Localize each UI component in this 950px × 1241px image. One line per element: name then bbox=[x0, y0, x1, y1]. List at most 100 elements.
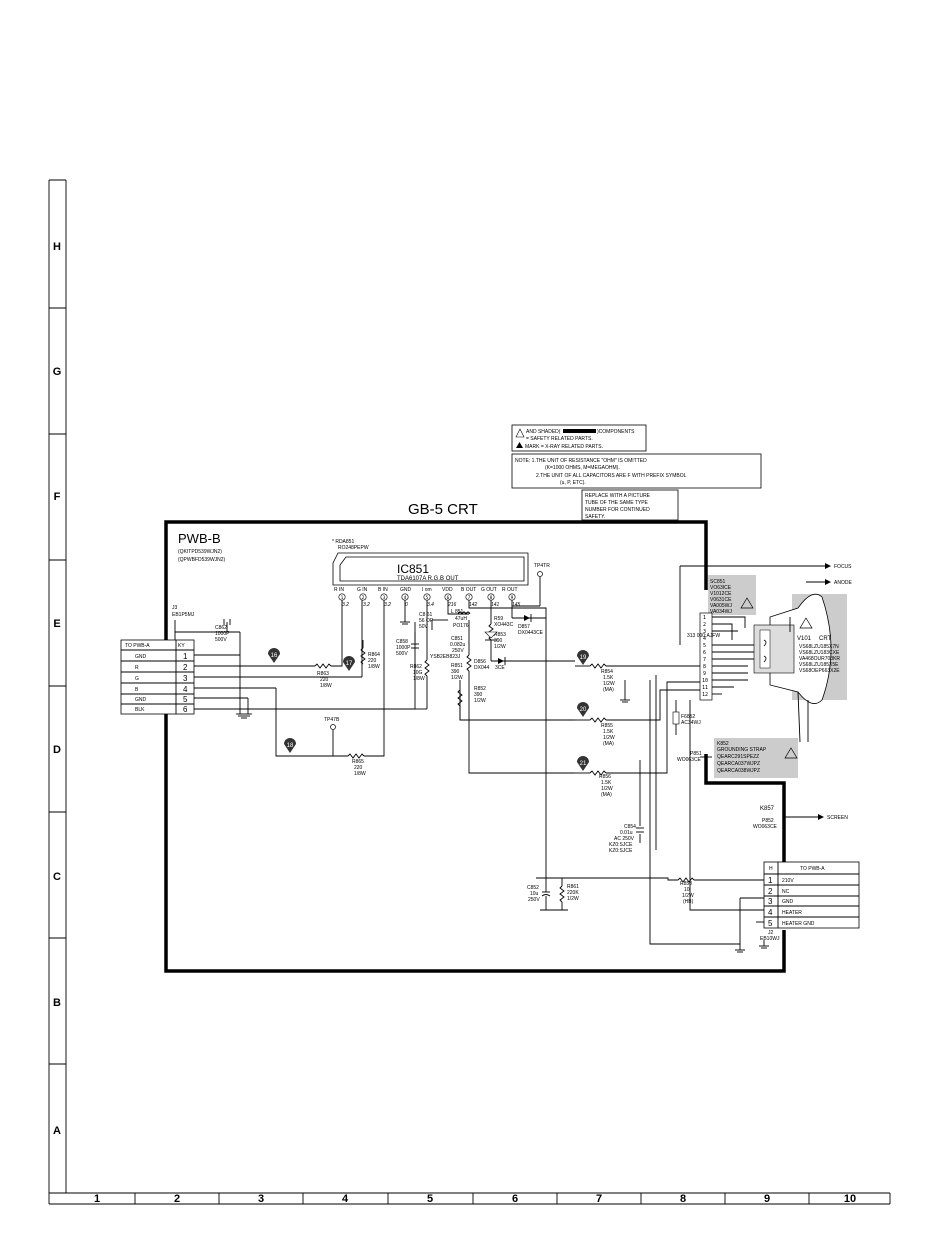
part-label: 1/2W bbox=[567, 896, 579, 902]
part-label: C862 bbox=[215, 625, 227, 631]
part-label: 1/2W bbox=[494, 644, 506, 650]
part-label: 220 bbox=[320, 677, 329, 683]
note-text: 2.THE UNIT OF ALL CAPACITORS ARE F WITH … bbox=[536, 473, 687, 479]
conn-header: H bbox=[769, 866, 773, 872]
ground-symbol bbox=[236, 713, 252, 719]
ic-pin-voltage: 142 bbox=[469, 602, 478, 608]
conn-row-pin: 4 bbox=[183, 685, 188, 694]
row-label: D bbox=[53, 744, 61, 756]
part-label: C8 61 bbox=[419, 612, 433, 618]
part-label: R59 bbox=[494, 616, 503, 622]
part-label: 500V bbox=[215, 637, 227, 643]
ic851: * RDA851 RO248PEPW IC851 TDA6107A R.G.B … bbox=[332, 539, 529, 608]
part-label: 390 bbox=[474, 692, 483, 698]
part-label: WO063CE bbox=[753, 824, 778, 830]
part-label: 10G bbox=[413, 670, 423, 676]
svg-text:10: 10 bbox=[702, 678, 708, 684]
part-labels: C862 1000P 500V R864 220 1/8W R863 220 1… bbox=[215, 609, 778, 905]
ic-pin-number: 4 bbox=[404, 595, 407, 601]
part-label: 1/8W bbox=[354, 771, 366, 777]
part-label: (MA) bbox=[603, 687, 614, 693]
row-label: F bbox=[54, 491, 61, 503]
conn-row-pin: 1 bbox=[183, 652, 188, 661]
conn-ref: J2 bbox=[768, 930, 774, 936]
col-label: 7 bbox=[596, 1193, 602, 1205]
crt-socket: SC851 VO63ICE V1012CE V0631CE VA005WJ VA… bbox=[687, 575, 760, 701]
strap-label: QEARCA037WJPZ bbox=[717, 761, 760, 767]
row-label: G bbox=[53, 366, 62, 378]
ic-pin-number: 9 bbox=[511, 595, 514, 601]
conn-header: KY bbox=[178, 643, 185, 649]
part-label: YSB2EB823J bbox=[430, 654, 461, 660]
col-label: 4 bbox=[342, 1193, 349, 1205]
shaded-sample bbox=[563, 429, 596, 433]
xray-icon bbox=[516, 442, 523, 448]
part-label: 1/8W bbox=[368, 664, 380, 670]
strap-label: GROUNDING STRAP bbox=[717, 747, 767, 753]
part-label: 0.082u bbox=[450, 642, 466, 648]
conn-row-signal: R bbox=[135, 665, 139, 671]
ic-pin-number: 7 bbox=[468, 595, 471, 601]
conn-ref: J3 bbox=[172, 605, 178, 611]
ic-pin-number: 5 bbox=[426, 595, 429, 601]
crt-part: VS68LZU185X7N bbox=[799, 644, 839, 650]
part-label: 47uH bbox=[455, 616, 467, 622]
signal-anode: ANODE bbox=[834, 580, 852, 586]
conn-ref: EB1P5MJ bbox=[172, 612, 195, 618]
note-text: NUMBER FOR CONTINUED bbox=[585, 507, 650, 513]
crt-part: VS68LZU185X5E bbox=[799, 662, 839, 668]
tp-number: 20 bbox=[580, 707, 587, 713]
ic-pin-number: 8 bbox=[490, 595, 493, 601]
note-text: NOTE: 1.THE UNIT OF RESISTANCE "OHM" IS … bbox=[515, 458, 647, 464]
ic-pin-number: 3 bbox=[383, 595, 386, 601]
part-label: R852 bbox=[474, 686, 486, 692]
row-label: A bbox=[53, 1125, 61, 1137]
note-text: REPLACE WITH A PICTURE bbox=[585, 493, 651, 499]
svg-text:12: 12 bbox=[702, 692, 708, 698]
crt-part: VS68OEP663X2E bbox=[799, 668, 840, 674]
conn-row-pin: 4 bbox=[768, 908, 773, 917]
part-label: AC 250V bbox=[614, 836, 635, 842]
part-label: 390 bbox=[451, 669, 460, 675]
svg-text:6: 6 bbox=[703, 650, 706, 656]
svg-text:3: 3 bbox=[703, 629, 706, 635]
ic-pin-label: R IN bbox=[334, 587, 344, 593]
conn-row-signal: BLK bbox=[135, 707, 145, 713]
test-point-18: 18 bbox=[284, 738, 296, 753]
ic-ref: * RDA851 bbox=[332, 539, 354, 545]
conn-header: TO PWB-A bbox=[800, 866, 825, 872]
part-label: R855 bbox=[601, 723, 613, 729]
note-text: SAFETY. bbox=[585, 514, 605, 520]
note-text: )COMPONENTS bbox=[597, 429, 635, 435]
svg-text:11: 11 bbox=[702, 685, 708, 691]
part-label: D857 bbox=[518, 624, 530, 630]
note-text: MARK = X-RAY RELATED PARTS. bbox=[525, 444, 603, 450]
part-label: R856 bbox=[599, 774, 611, 780]
part-label: 1/2W bbox=[682, 893, 694, 899]
conn-row-signal: HEATER bbox=[782, 910, 802, 916]
ic-pin-label: B OUT bbox=[461, 587, 476, 593]
part-label: C854 bbox=[624, 824, 636, 830]
crt-part: VS68LZU183CXE bbox=[799, 650, 840, 656]
part-label: 250V bbox=[528, 897, 540, 903]
row-label: C bbox=[53, 871, 61, 883]
conn-row-pin: 3 bbox=[183, 674, 188, 683]
crt-tube: V101 CRT VS68LZU185X7N VS68LZU183CXE VA4… bbox=[679, 563, 852, 821]
tp-label: TP47B bbox=[324, 717, 340, 723]
test-point-markers: 16 17 18 19 20 21 bbox=[268, 648, 589, 771]
part-label: 1/8W bbox=[320, 683, 332, 689]
replace-note: REPLACE WITH A PICTURE TUBE OF THE SAME … bbox=[581, 489, 679, 521]
svg-text:5: 5 bbox=[703, 643, 706, 649]
test-point-19: 19 bbox=[577, 650, 589, 665]
conn-row-signal: G bbox=[135, 676, 139, 682]
part-label: R861 bbox=[567, 884, 579, 890]
ic-pin-label: G IN bbox=[357, 587, 368, 593]
crt-part: VA468OUR703KR bbox=[799, 656, 840, 662]
tp-number: 18 bbox=[287, 743, 294, 749]
part-label: (MA) bbox=[603, 741, 614, 747]
svg-text:8: 8 bbox=[703, 664, 706, 670]
ic-pin-number: 2 bbox=[362, 595, 365, 601]
conn-header: TO PWB-A bbox=[125, 643, 150, 649]
part-label: L 851 bbox=[451, 609, 464, 615]
svg-text:4: 4 bbox=[703, 636, 706, 642]
